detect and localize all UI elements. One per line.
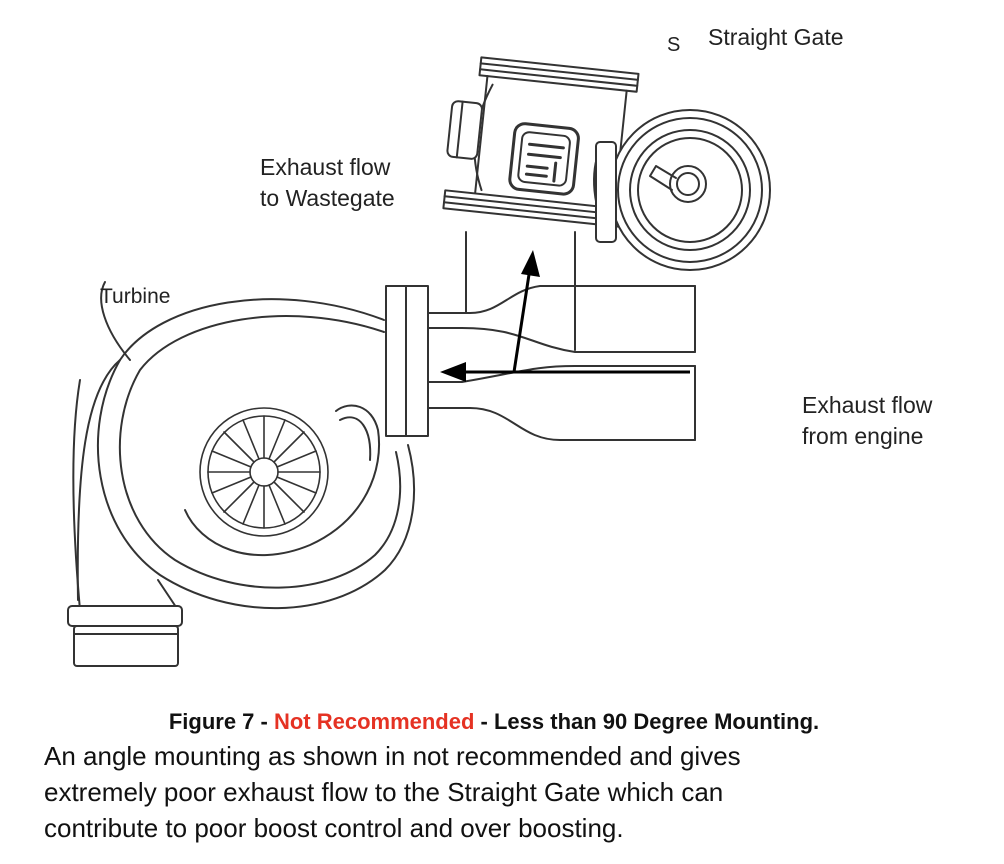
exhaust-to-wastegate-line-2: to Wastegate <box>260 185 395 211</box>
exhaust-to-wastegate-line-1: Exhaust flow <box>260 154 391 180</box>
straight-gate-label: Straight Gate <box>708 24 844 50</box>
figure-title-prefix: Figure 7 - <box>168 709 274 734</box>
figure-description: An angle mounting as shown in not recomm… <box>44 738 944 846</box>
description-line-3: contribute to poor boost control and ove… <box>44 813 624 843</box>
turbine-wheel <box>199 407 329 537</box>
turbine-housing <box>67 281 416 667</box>
mounting-diagram <box>67 56 771 667</box>
exhaust-from-engine-line-1: Exhaust flow <box>802 392 933 418</box>
description-line-1: An angle mounting as shown in not recomm… <box>44 741 741 771</box>
figure-caption: Figure 7 - Not Recommended - Less than 9… <box>44 706 944 846</box>
exhaust-from-engine-arrow <box>440 362 690 382</box>
brand-mark-label: S <box>667 34 681 56</box>
straight-gate-logo-icon <box>508 122 580 196</box>
exhaust-from-engine-label: Exhaust flow from engine <box>802 390 932 452</box>
turbine-label: Turbine <box>100 285 171 308</box>
wastegate-actuator <box>593 109 771 271</box>
turbine-flange <box>385 285 429 437</box>
figure-title-suffix: - Less than 90 Degree Mounting. <box>474 709 820 734</box>
exhaust-from-engine-line-2: from engine <box>802 423 924 449</box>
figure-title: Figure 7 - Not Recommended - Less than 9… <box>44 706 944 738</box>
not-recommended-highlight: Not Recommended <box>273 709 475 734</box>
description-line-2: extremely poor exhaust flow to the Strai… <box>44 777 724 807</box>
flow-arrows <box>440 250 690 382</box>
wastegate-body <box>442 56 640 228</box>
exhaust-pipe <box>426 231 696 441</box>
exhaust-to-wastegate-label: Exhaust flow to Wastegate <box>260 152 395 214</box>
exhaust-to-wastegate-arrow <box>512 250 540 373</box>
